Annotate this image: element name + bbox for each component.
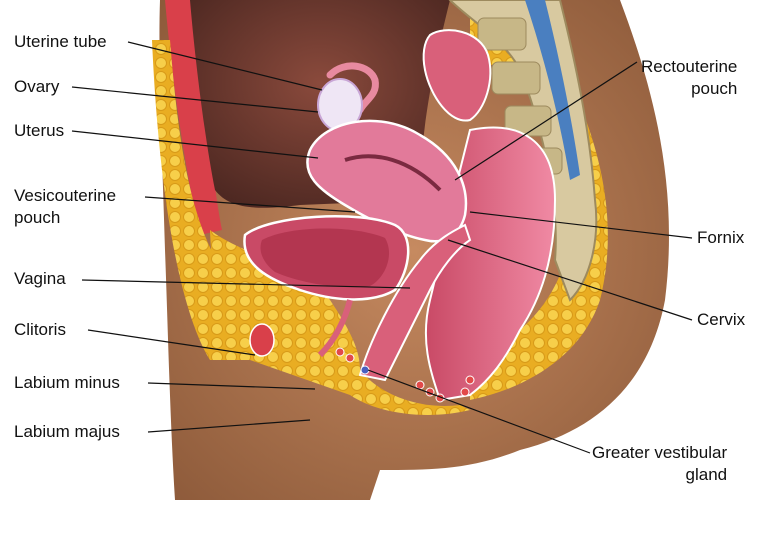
label-text-line2: gland <box>592 464 727 486</box>
label-text: Vagina <box>14 268 66 290</box>
label-clitoris: Clitoris <box>14 319 66 341</box>
label-labium-minus: Labium minus <box>14 372 120 394</box>
label-text: Fornix <box>697 227 744 249</box>
label-text: Uterus <box>14 120 64 142</box>
label-text-line2: pouch <box>14 207 116 229</box>
label-uterus: Uterus <box>14 120 64 142</box>
clitoris <box>250 324 274 356</box>
label-vagina: Vagina <box>14 268 66 290</box>
label-ovary: Ovary <box>14 76 59 98</box>
label-text-line1: Rectouterine <box>641 56 737 78</box>
label-text: Labium minus <box>14 372 120 394</box>
label-cervix: Cervix <box>697 309 745 331</box>
label-vesicouterine-pouch: Vesicouterine pouch <box>14 185 116 229</box>
label-text: Clitoris <box>14 319 66 341</box>
label-rectouterine-pouch: Rectouterine pouch <box>641 56 737 100</box>
label-uterine-tube: Uterine tube <box>14 31 107 53</box>
label-text-line2: pouch <box>641 78 737 100</box>
label-text: Labium majus <box>14 421 120 443</box>
label-text: Cervix <box>697 309 745 331</box>
label-fornix: Fornix <box>697 227 744 249</box>
label-text: Ovary <box>14 76 59 98</box>
label-greater-vestibular-gland: Greater vestibular gland <box>592 442 727 486</box>
label-text-line1: Vesicouterine <box>14 185 116 207</box>
label-text: Uterine tube <box>14 31 107 53</box>
label-text-line1: Greater vestibular <box>592 442 727 464</box>
label-labium-majus: Labium majus <box>14 421 120 443</box>
